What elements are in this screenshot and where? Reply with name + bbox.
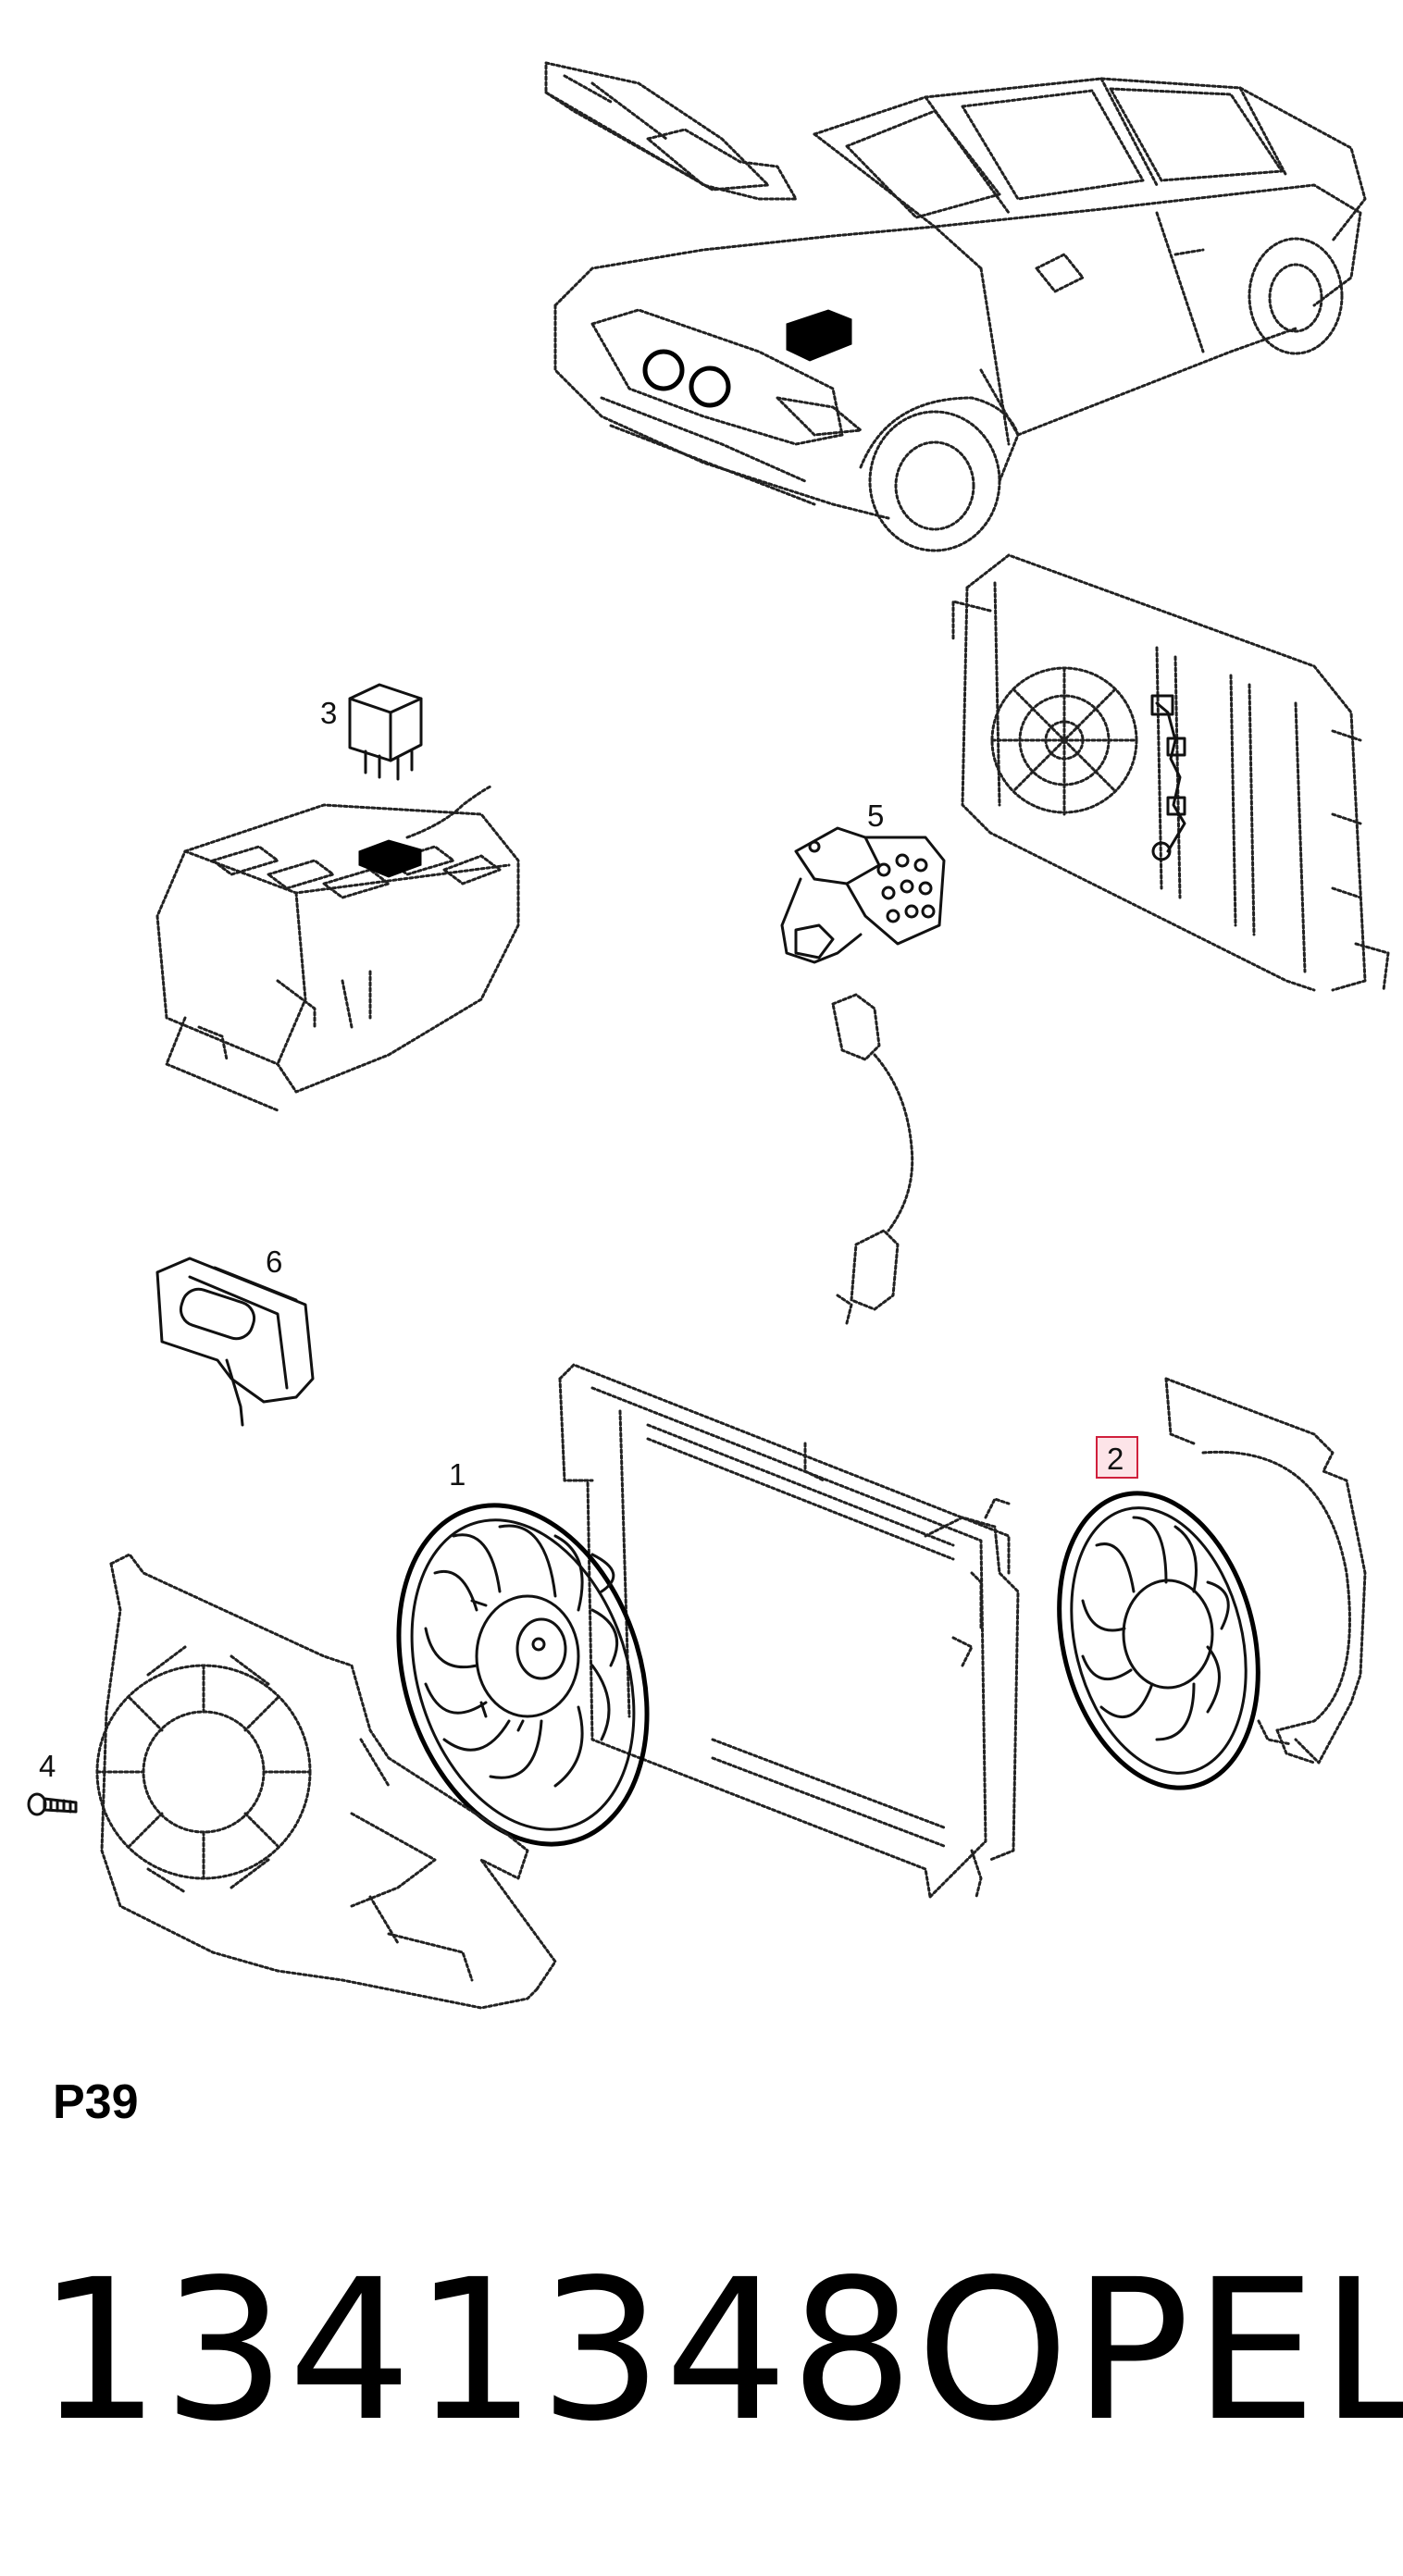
part-number: 1341348 <box>37 2237 916 2464</box>
relay-part-3-illustration <box>348 683 423 781</box>
brand-name: OPEL <box>916 2237 1403 2464</box>
callout-2: 2 <box>1107 1442 1124 1476</box>
bolt-part-4-illustration <box>27 1792 78 1816</box>
callout-6: 6 <box>266 1245 282 1279</box>
callout-5: 5 <box>867 799 884 833</box>
car-illustration <box>544 61 1367 552</box>
callout-3: 3 <box>320 696 337 730</box>
fan-shroud-illustration <box>95 1553 557 2010</box>
fuse-relay-box-illustration <box>155 785 520 1112</box>
callout-4: 4 <box>39 1749 56 1783</box>
fan-part-2-illustration <box>1057 1377 1367 1790</box>
resistor-part-5-illustration <box>780 826 946 1325</box>
fan-part-1-illustration <box>396 1503 650 1847</box>
clip-part-6-illustration <box>155 1257 315 1427</box>
radiator-fan-assembly-illustration <box>951 553 1390 992</box>
page-code: P39 <box>53 2075 139 2129</box>
callout-2-highlight <box>1096 1436 1138 1479</box>
radiator-illustration <box>558 1363 1020 1899</box>
callout-1: 1 <box>449 1457 466 1492</box>
